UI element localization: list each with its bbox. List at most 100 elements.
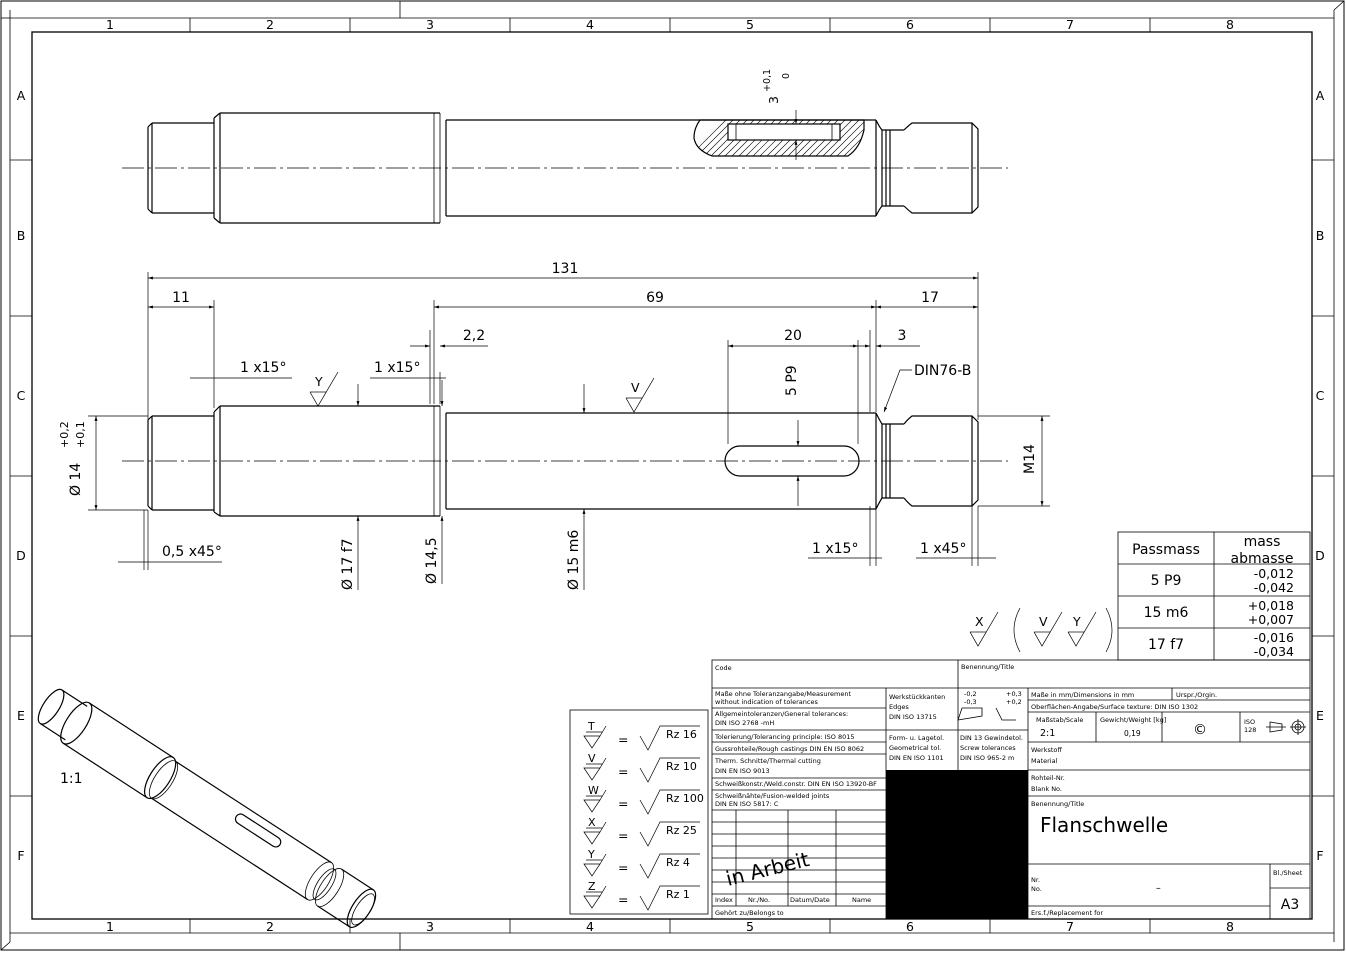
dim-dia-14-tol-upper: +0,2 bbox=[58, 421, 71, 448]
tb-rev-nr: Nr./No. bbox=[748, 896, 770, 904]
tb-edges-1: Werkstückkanten bbox=[889, 693, 945, 701]
surface-legend-symbol-icon bbox=[586, 821, 607, 833]
surface-legend-symbol-icon bbox=[583, 767, 601, 781]
dim-slot-width: 5 P9 bbox=[784, 365, 800, 396]
dim-slot-length: 20 bbox=[784, 328, 802, 344]
tb-thermal-1: Therm. Schnitte/Thermal cutting bbox=[714, 757, 821, 765]
surface-general-main: X bbox=[975, 614, 984, 629]
tb-edges-3: DIN ISO 13715 bbox=[889, 713, 937, 721]
surface-legend-value: Rz 16 bbox=[666, 728, 697, 741]
tb-thermal-2: DIN EN ISO 9013 bbox=[715, 767, 770, 775]
col-label-top: 5 bbox=[746, 17, 754, 32]
surface-legend-radical-icon bbox=[639, 853, 700, 879]
hatch-line bbox=[694, 120, 727, 156]
row-label-left: A bbox=[17, 88, 26, 103]
tb-sheet-label: Bl./Sheet bbox=[1273, 869, 1303, 877]
tb-thread-3: DIN ISO 965-2 m bbox=[960, 754, 1014, 762]
dim-dia-17: Ø 17 f7 bbox=[340, 538, 356, 590]
col-label-bottom: 3 bbox=[426, 919, 434, 934]
keyway-depth: 3 bbox=[766, 96, 781, 104]
tb-blank-2: Blank No. bbox=[1031, 785, 1062, 793]
dim-dia-14: Ø 14 bbox=[68, 463, 84, 496]
tol-table-upper: -0,012 bbox=[1254, 566, 1294, 581]
surface-legend-value: Rz 25 bbox=[666, 824, 697, 837]
tb-edges-2: Edges bbox=[889, 703, 909, 711]
tb-rev-date: Datum/Date bbox=[790, 896, 830, 904]
row-label-left: E bbox=[17, 708, 25, 723]
tol-table-header-fit: Passmass bbox=[1132, 542, 1200, 558]
surface-legend-value: Rz 100 bbox=[666, 792, 704, 805]
dim-thread: M14 bbox=[1022, 444, 1038, 474]
tb-iso128-2: 128 bbox=[1244, 726, 1256, 734]
hatch-line bbox=[822, 120, 860, 156]
surface-general-y: Y bbox=[1072, 614, 1081, 629]
tol-table-upper: +0,018 bbox=[1248, 598, 1294, 613]
keyway-tol-upper: +0,1 bbox=[762, 69, 773, 92]
tb-surface-texture: Oberflächen-Angabe/Surface texture: DIN … bbox=[1031, 703, 1198, 711]
row-label-left: B bbox=[17, 228, 26, 243]
dim-chamfer-left: 1 x15° bbox=[240, 360, 286, 376]
dim-total-length: 131 bbox=[552, 261, 579, 277]
col-label-top: 6 bbox=[906, 17, 914, 32]
surface-legend-letter: Y bbox=[587, 848, 595, 861]
column-labels: 1 2 3 4 5 6 7 8 1 2 3 4 5 6 7 8 bbox=[106, 17, 1234, 934]
tol-table-fit: 17 f7 bbox=[1148, 637, 1184, 653]
tb-nr-value: – bbox=[1156, 883, 1161, 894]
redacted-area bbox=[886, 770, 1028, 919]
row-label-right: B bbox=[1316, 228, 1325, 243]
row-label-right: A bbox=[1316, 88, 1325, 103]
tb-scale-label: Maßstab/Scale bbox=[1036, 716, 1083, 724]
tb-weld-constr: Schweißkonstr./Weld.constr. DIN EN ISO 1… bbox=[715, 780, 877, 788]
col-label-top: 8 bbox=[1226, 17, 1234, 32]
tb-edge-tol-3: +0,3 bbox=[1006, 690, 1022, 698]
tb-weight-value: 0,19 bbox=[1124, 729, 1141, 738]
tb-fusion-2: DIN EN ISO 5817: C bbox=[715, 800, 779, 808]
surface-legend-symbol-icon bbox=[583, 863, 601, 877]
col-label-bottom: 7 bbox=[1066, 919, 1074, 934]
surface-legend-eq: = bbox=[618, 796, 628, 811]
tb-blank-1: Rohteil-Nr. bbox=[1031, 774, 1065, 782]
surface-legend-symbol-icon bbox=[583, 735, 601, 749]
tb-principle: Tolerierung/Tolerancing principle: ISO 8… bbox=[714, 733, 855, 741]
row-label-right: F bbox=[1316, 848, 1323, 863]
dim-left-length: 11 bbox=[172, 290, 190, 306]
tb-general-tol-2: DIN ISO 2768 -mH bbox=[715, 719, 774, 727]
tb-weight-label: Gewicht/Weight [kg] bbox=[1100, 716, 1166, 724]
surface-legend-eq: = bbox=[618, 892, 628, 907]
tb-nr-2: No. bbox=[1031, 885, 1042, 893]
col-label-bottom: 4 bbox=[586, 919, 594, 934]
hatch-line bbox=[829, 120, 864, 156]
row-label-left: C bbox=[17, 388, 26, 403]
tb-title-value: Flanschwelle bbox=[1040, 813, 1168, 837]
tb-tol-note-2: without indication of tolerances bbox=[715, 698, 818, 706]
surface-legend-radical-icon bbox=[639, 821, 700, 847]
row-label-right: D bbox=[1315, 548, 1325, 563]
surface-legend-radical-icon bbox=[639, 757, 700, 783]
iso-scale: 1:1 bbox=[60, 771, 83, 787]
projection-symbol-icon bbox=[1266, 719, 1306, 735]
tb-belongs-to: Gehört zu/Belongs to bbox=[715, 909, 784, 917]
surface-legend-symbol-icon bbox=[586, 725, 607, 737]
tb-rev-name: Name bbox=[852, 896, 871, 904]
isometric-view: 1:1 bbox=[37, 688, 377, 928]
dim-right-length: 17 bbox=[921, 290, 939, 306]
tb-dims-mm: Maße in mm/Dimensions in mm bbox=[1031, 691, 1134, 699]
tb-general-tol-1: Allgemeintoleranzen/General tolerances: bbox=[715, 710, 848, 718]
surface-symbol-y: Y bbox=[314, 374, 323, 389]
tb-thread-1: DIN 13 Gewindetol. bbox=[960, 734, 1023, 742]
surface-legend-symbol-icon bbox=[586, 853, 607, 865]
tb-title-label-2: Benennung/Title bbox=[1031, 800, 1084, 808]
col-label-top: 2 bbox=[266, 17, 274, 32]
row-label-right: E bbox=[1316, 708, 1324, 723]
general-surface-symbol: X V Y bbox=[969, 607, 1113, 653]
surface-general-v: V bbox=[1039, 614, 1048, 629]
shaft-top-view: 3 +0,1 0 bbox=[122, 69, 1008, 224]
surface-legend-eq: = bbox=[618, 828, 628, 843]
tb-material-2: Material bbox=[1031, 757, 1058, 765]
tb-tol-note-1: Maße ohne Toleranzangabe/Measurement bbox=[715, 690, 851, 698]
dim-mid-length: 69 bbox=[646, 290, 664, 306]
tol-table-upper: -0,016 bbox=[1254, 630, 1294, 645]
